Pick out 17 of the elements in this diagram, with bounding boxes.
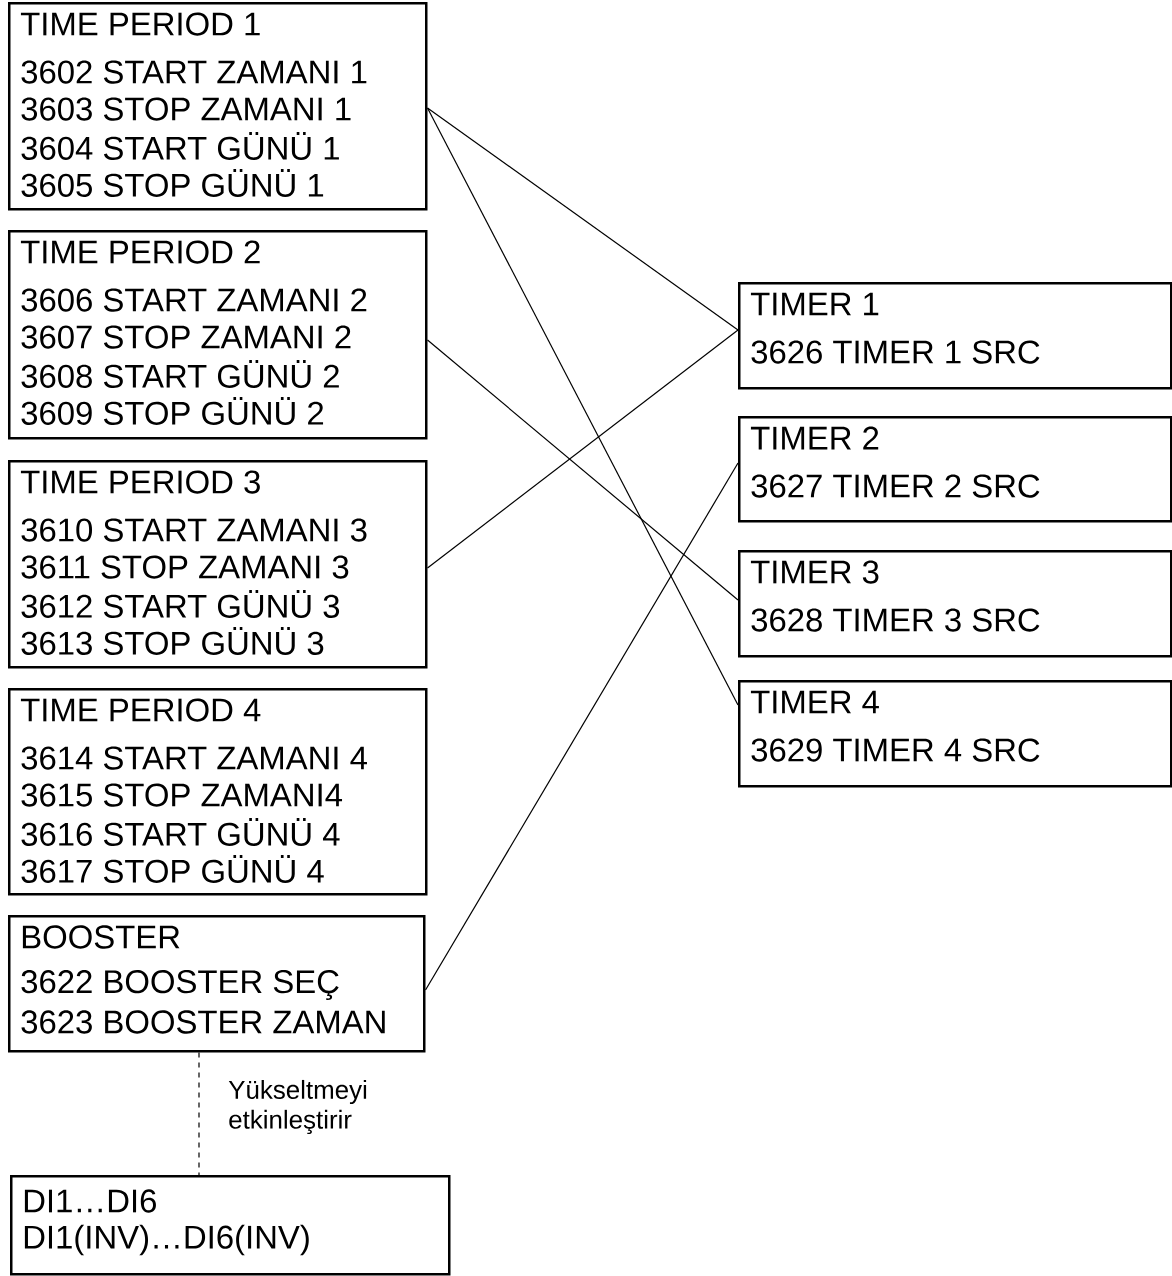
parameter-box: TIMER 2 3627 TIMER 2 SRC [738,416,1172,523]
edge-label: Yükseltmeyi etkinleştirir [228,1079,367,1135]
parameter-box: TIMER 3 3628 TIMER 3 SRC [738,550,1172,658]
connector-line [198,1051,200,1176]
parameter-box: BOOSTER 3622 BOOSTER SEÇ 3623 BOOSTER ZAMAN [8,915,426,1053]
parameter-box: TIME PERIOD 1 3602 START ZAMANI 1 3603 STOP ZAMANI 1 3604 START GÜNÜ 1 3605 STOP GÜNÜ 1 [8,2,428,211]
parameter-box: TIMER 1 3626 TIMER 1 SRC [738,282,1172,390]
connector-line [426,339,739,601]
parameter-box: TIME PERIOD 2 3606 START ZAMANI 2 3607 STOP ZAMANI 2 3608 START GÜNÜ 2 3609 STOP GÜNÜ 2 [8,230,428,440]
connector-line [426,329,739,569]
parameter-box: TIME PERIOD 4 3614 START ZAMANI 4 3615 STOP ZAMANI4 3616 START GÜNÜ 4 3617 STOP GÜNÜ 4 [8,688,428,896]
parameter-box: TIMER 4 3629 TIMER 4 SRC [738,680,1172,788]
parameter-box: DI1…DI6 DI1(INV)…DI6(INV) [10,1175,451,1276]
connector-line [426,107,739,706]
connector-line [424,462,739,991]
parameter-box: TIME PERIOD 3 3610 START ZAMANI 3 3611 STOP ZAMANI 3 3612 START GÜNÜ 3 3613 STOP GÜNÜ 3 [8,460,428,669]
connector-line [426,107,739,331]
